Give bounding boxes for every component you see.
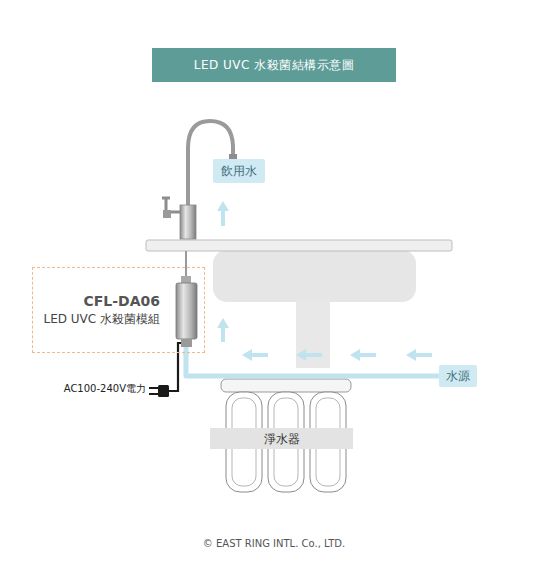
counter-top (146, 240, 452, 251)
module-name: LED UVC 水殺菌模組 (43, 310, 160, 328)
faucet-knob (163, 210, 171, 218)
module-callout-box: CFL-DA06LED UVC 水殺菌模組 (32, 267, 205, 353)
module-fitting (181, 339, 192, 347)
faucet-handle (162, 198, 180, 212)
filter-band: 淨水器 (210, 428, 353, 449)
faucet-body (180, 205, 196, 239)
node-label: 淨水器 (264, 431, 300, 447)
water-pipe (186, 353, 439, 376)
filter-head (221, 379, 351, 392)
node-label: 飲用水 (221, 163, 257, 179)
uvc-module (176, 283, 197, 339)
plug-prong (149, 387, 158, 389)
power-cord (168, 343, 181, 391)
power-plug (158, 385, 169, 397)
sink-basin (213, 250, 416, 302)
title-text: LED UVC 水殺菌結構示意圖 (194, 57, 355, 74)
source-label-box: 水源 (439, 365, 477, 387)
sink-drain (296, 300, 330, 368)
model-number: CFL-DA06 (83, 292, 160, 310)
title-banner: LED UVC 水殺菌結構示意圖 (152, 48, 396, 82)
flow-arrows (217, 201, 432, 361)
pipe-fitting (181, 276, 191, 283)
plug-prong (149, 393, 158, 395)
output-label-box: 飲用水 (213, 159, 265, 183)
node-label: 水源 (446, 368, 470, 384)
copyright-note: © EAST RING INTL. Co., LTD. (203, 537, 345, 551)
power-label: AC100-240V電力 (64, 382, 146, 396)
